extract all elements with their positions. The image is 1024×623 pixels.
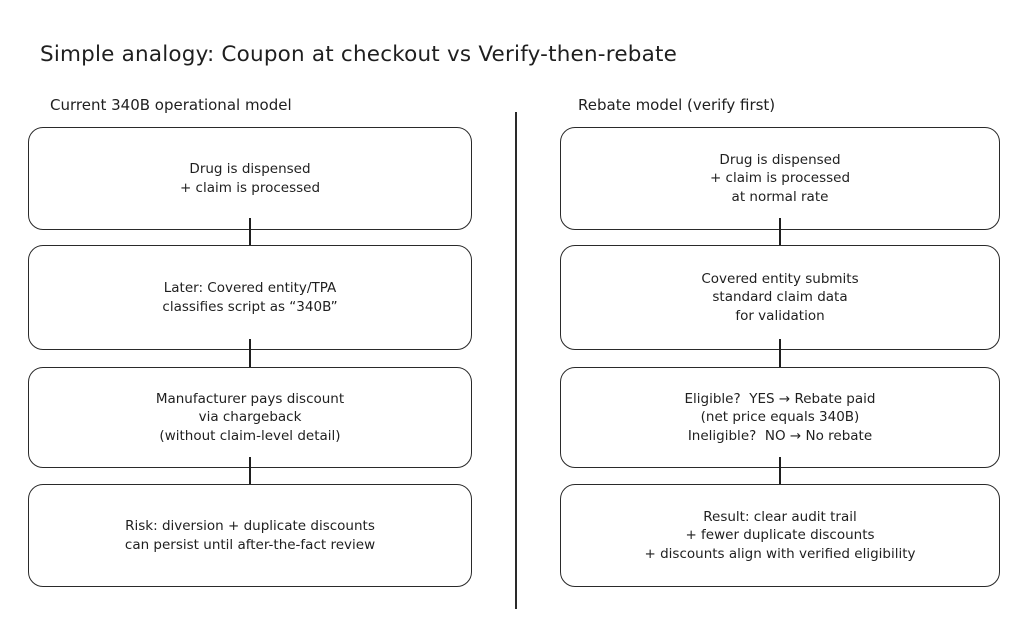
down-arrow-icon [245, 457, 255, 495]
page-title: Simple analogy: Coupon at checkout vs Ve… [40, 42, 678, 67]
flow-box-risk: Risk: diversion + duplicate discounts ca… [28, 484, 472, 587]
column-divider-line [515, 112, 517, 609]
flow-box-text: Eligible? YES → Rebate paid (net price e… [684, 390, 876, 444]
flow-box-text: Result: clear audit trail + fewer duplic… [644, 508, 916, 562]
down-arrow-icon [775, 339, 785, 378]
flow-box-text: Risk: diversion + duplicate discounts ca… [124, 517, 376, 553]
flow-box-chargeback: Manufacturer pays discount via chargebac… [28, 367, 472, 468]
flow-box-text: Drug is dispensed + claim is processed [179, 160, 321, 196]
flow-box-text: Later: Covered entity/TPA classifies scr… [162, 279, 338, 315]
flow-box-dispensed-normal-rate: Drug is dispensed + claim is processed a… [560, 127, 1000, 230]
flow-box-text: Drug is dispensed + claim is processed a… [709, 151, 851, 205]
flow-box-text: Covered entity submits standard claim da… [701, 270, 859, 324]
down-arrow-icon [775, 457, 785, 495]
flow-box-eligibility: Eligible? YES → Rebate paid (net price e… [560, 367, 1000, 468]
flow-box-dispensed: Drug is dispensed + claim is processed [28, 127, 472, 230]
down-arrow-icon [245, 339, 255, 378]
left-column-heading: Current 340B operational model [50, 96, 292, 114]
flow-box-result: Result: clear audit trail + fewer duplic… [560, 484, 1000, 587]
flow-box-text: Manufacturer pays discount via chargebac… [155, 390, 345, 444]
right-column-heading: Rebate model (verify first) [578, 96, 776, 114]
flow-box-classify: Later: Covered entity/TPA classifies scr… [28, 245, 472, 350]
flow-box-submit-claim: Covered entity submits standard claim da… [560, 245, 1000, 350]
